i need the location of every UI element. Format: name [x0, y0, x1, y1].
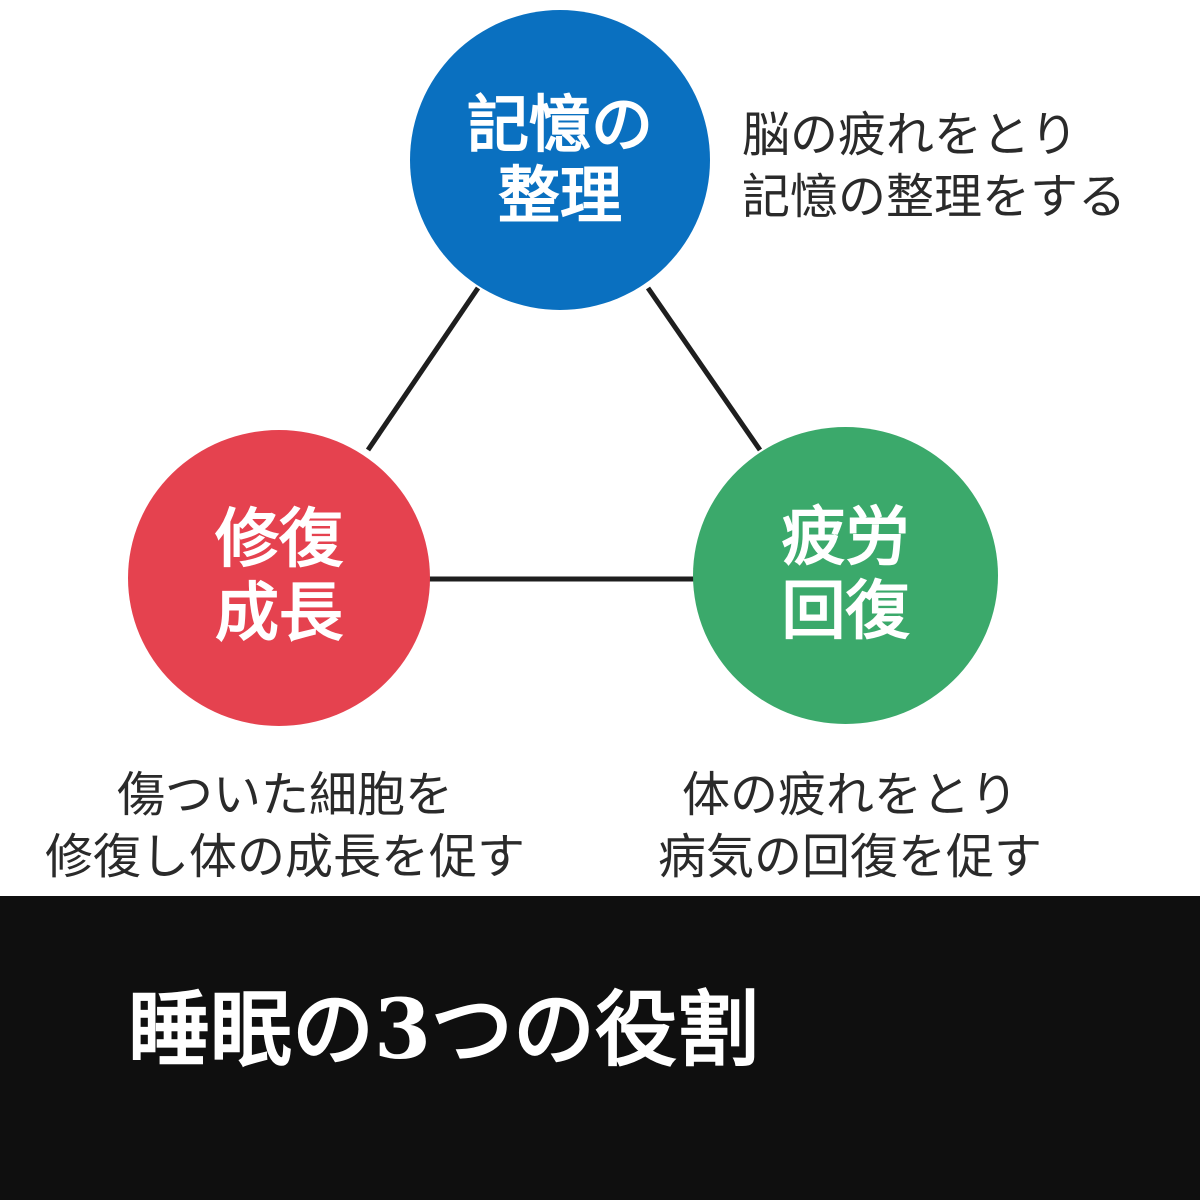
node-repair-line2: 成長	[215, 577, 343, 651]
node-memory-line1: 記憶の	[466, 87, 653, 161]
page-title: 睡眠の3つの役割	[128, 982, 760, 1078]
node-repair-line1: 修復	[215, 503, 343, 578]
caption-repair-line2: 修復し体の成長を促す	[44, 829, 525, 885]
caption-repair-line1: 傷ついた細胞を	[116, 767, 453, 823]
caption-memory: 脳の疲れをとり 記憶の整理をする	[742, 104, 1126, 228]
caption-memory-line1: 脳の疲れをとり	[742, 107, 1079, 163]
connector-memory-repair	[365, 286, 481, 452]
caption-repair: 傷ついた細胞を 修復し体の成長を促す	[0, 764, 570, 888]
connector-memory-fatigue	[645, 286, 763, 452]
node-repair-growth: 修復 成長	[128, 430, 430, 726]
caption-fatigue-line2: 病気の回復を促す	[657, 829, 1042, 885]
caption-fatigue: 体の疲れをとり 病気の回復を促す	[610, 764, 1090, 888]
node-fatigue-line2: 回復	[781, 574, 910, 649]
node-memory-organization: 記憶の 整理	[410, 10, 710, 310]
title-bar	[0, 896, 1200, 1200]
node-memory-line2: 整理	[497, 159, 622, 232]
caption-fatigue-line1: 体の疲れをとり	[681, 767, 1018, 823]
node-fatigue-line1: 疲労	[781, 500, 910, 575]
caption-memory-line2: 記憶の整理をする	[742, 169, 1127, 225]
node-fatigue-recovery: 疲労 回復	[693, 427, 998, 724]
